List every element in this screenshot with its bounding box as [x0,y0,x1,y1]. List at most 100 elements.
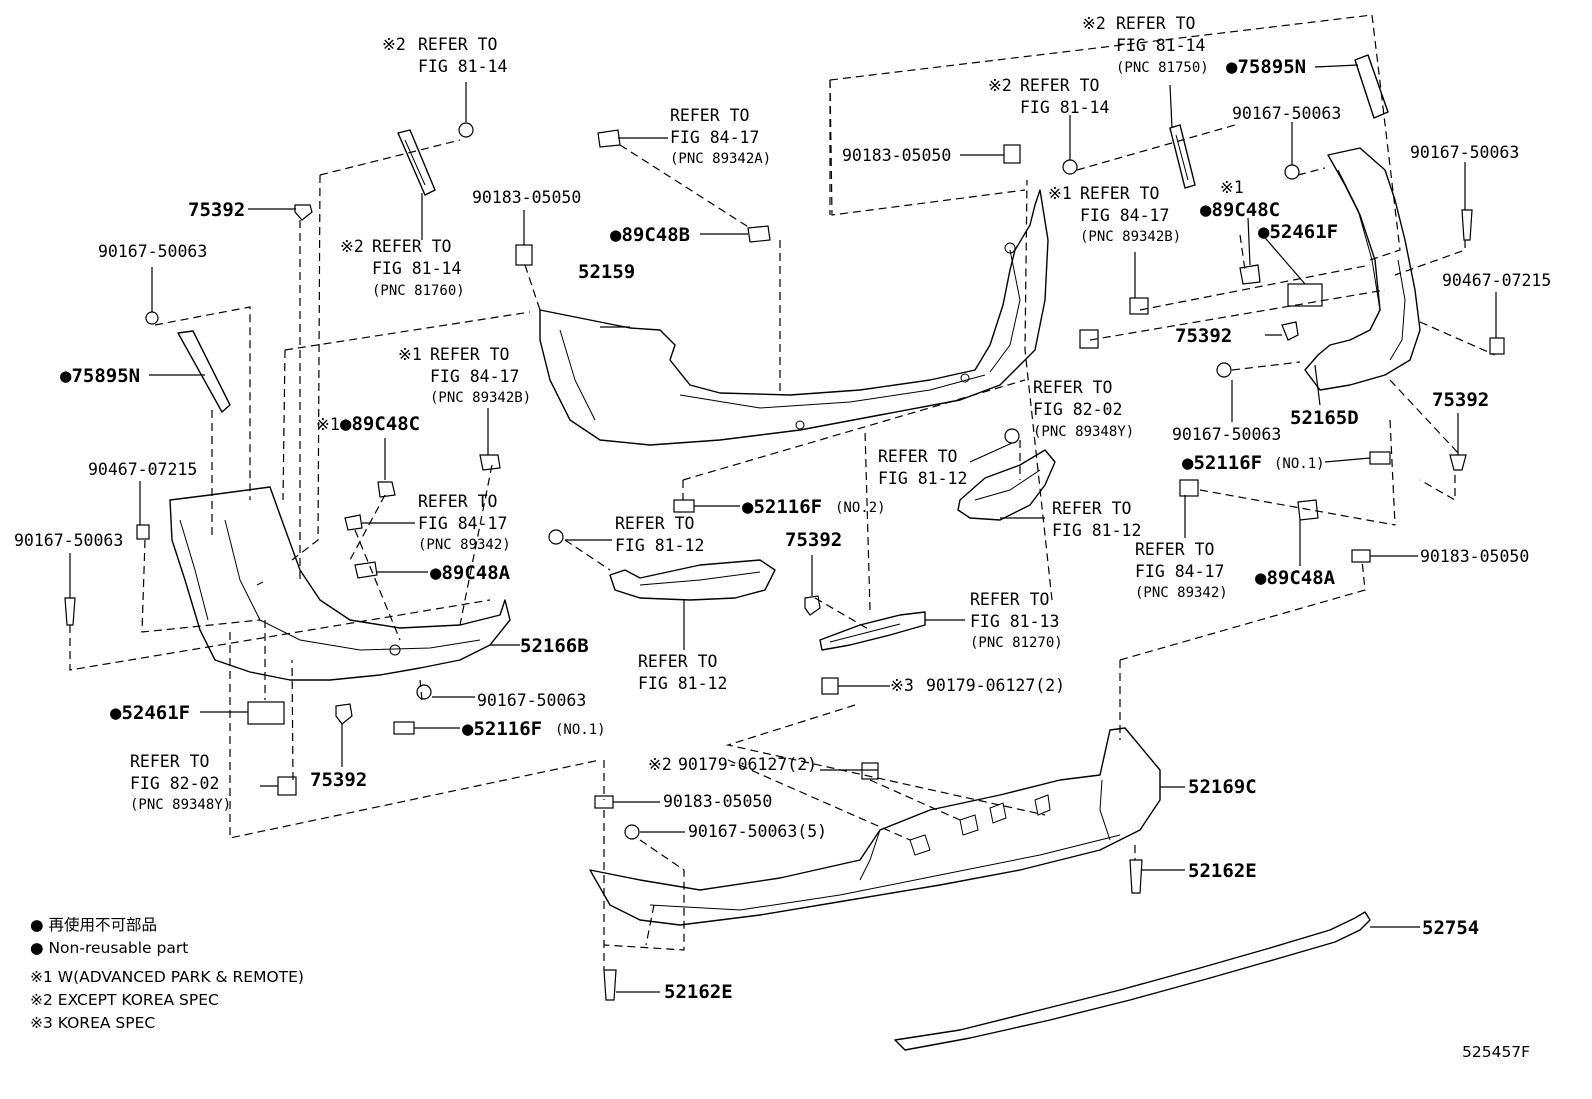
legend-jp: ● 再使用不可部品 [30,916,157,934]
reflector-left [177,330,231,413]
part-52162e-b: 52162E [664,981,733,1003]
rear-lower-cover-52169c [589,727,1161,926]
part-52461f-b: ●52461F [1258,221,1338,243]
refer-to-h: REFER TO [638,652,717,671]
fig-81-12-d: FIG 81-12 [1052,521,1141,540]
mark-ref2-d: ※2 [1082,14,1106,33]
part-52461f-a: ●52461F [110,702,190,724]
part-75895n-b: ●75895N [1226,56,1306,78]
rear-bumper-cover-52159 [539,189,1049,446]
fig-81-14-a: FIG 81-14 [418,57,507,76]
pnc-89342-a: (PNC 89342) [418,537,511,553]
pnc-89342b-b: (PNC 89342B) [1080,229,1181,245]
mark-ref2-b: ※2 [340,237,364,256]
mark-ref1-c: ※1 [1048,184,1072,203]
part-90167-50063-c: 90167-50063 [477,691,586,710]
reflector-right [1354,54,1389,119]
part-90183-05050-d: 90183-05050 [1420,547,1529,566]
part-75895n-a: ●75895N [60,365,140,387]
refer-to-o: REFER TO [1080,184,1159,203]
part-90167-50063-e: 90167-50063 [1410,143,1519,162]
part-75392-a: 75392 [188,199,245,221]
legend-note2: ※2 EXCEPT KOREA SPEC [30,991,219,1009]
legend-note1: ※1 W(ADVANCED PARK & REMOTE) [30,968,304,986]
part-90167-50063-d: 90167-50063 [1232,104,1341,123]
refer-to-l: REFER TO [1033,378,1112,397]
mark-ref2-c: ※2 [648,755,672,774]
refer-to-c: REFER TO [430,345,509,364]
part-75392-e: 75392 [1432,389,1489,411]
lower-molding-52754 [894,911,1371,1051]
mark-ref1-a: ※1 [398,345,422,364]
sub-no1-b: (NO.1) [1274,456,1325,472]
refer-to-e: REFER TO [130,752,209,771]
pnc-89342b-a: (PNC 89342B) [430,390,531,406]
part-89c48a-b: ●89C48A [1255,567,1336,589]
pnc-81270: (PNC 81270) [970,635,1063,651]
legend-en: ● Non-reusable part [30,939,188,957]
fig-81-14-c: FIG 81-14 [1116,36,1205,55]
fig-82-02-a: FIG 82-02 [130,774,219,793]
part-89c48b: ●89C48B [610,224,690,246]
part-75392-c: 75392 [785,529,842,551]
part-90167-50063-g: 90167-50063(5) [688,822,827,841]
refer-to-j: REFER TO [1052,499,1131,518]
mark-ref3: ※3 [890,676,914,695]
part-52166b: 52166B [520,635,589,657]
fig-84-17-c: FIG 84-17 [670,128,759,147]
legend-note3: ※3 KOREA SPEC [30,1014,155,1032]
fig-81-14-b: FIG 81-14 [372,259,461,278]
part-90167-50063-b: 90167-50063 [14,531,123,550]
sub-no2: (NO.2) [835,500,886,516]
fig-84-17-a: FIG 84-17 [430,367,519,386]
part-90467-07215-a: 90467-07215 [88,460,197,479]
sub-no1-a: (NO.1) [555,722,606,738]
license-bracket-81-13 [819,611,926,651]
refer-to-d: REFER TO [418,492,497,511]
part-75392-b: 75392 [310,769,367,791]
refer-to-p: REFER TO [1135,540,1214,559]
pnc-89342a: (PNC 89342A) [670,151,771,167]
part-89c48c-b: ●89C48C [1200,199,1280,221]
pnc-81750: (PNC 81750) [1116,60,1209,76]
mark-ref1-b: ※1 [316,415,340,434]
part-89c48c-a: ●89C48C [340,413,420,435]
left-lower-bumper-52166b [169,486,511,681]
fig-84-17-b: FIG 84-17 [418,514,507,533]
fig-81-14-d: FIG 81-14 [1020,98,1109,117]
part-52169c: 52169C [1188,776,1257,798]
part-90183-05050-c: 90183-05050 [842,146,951,165]
refer-to-i: REFER TO [878,447,957,466]
part-52165d: 52165D [1290,407,1359,429]
lamp-bracket-center [609,559,776,601]
part-52159: 52159 [578,261,635,283]
mark-ref2-a: ※2 [382,35,406,54]
part-52162e-a: 52162E [1188,860,1257,882]
part-52116f-no2: ●52116F [742,496,822,518]
side-reflector-left-lamp [397,129,436,196]
fig-81-12-a: FIG 81-12 [615,536,704,555]
pnc-89348y-a: (PNC 89348Y) [130,797,231,813]
part-89c48a-a: ●89C48A [430,562,511,584]
part-90179-06127-a: 90179-06127(2) [926,676,1065,695]
refer-to-g: REFER TO [615,514,694,533]
pnc-89342-b: (PNC 89342) [1135,585,1228,601]
mark-ref1-d: ※1 [1220,178,1244,197]
refer-to-m: REFER TO [1116,14,1195,33]
part-90179-06127-b: 90179-06127(2) [678,755,817,774]
refer-to-k: REFER TO [970,590,1049,609]
right-lower-bumper-52165d [1304,147,1421,391]
part-52116f-no1-a: ●52116F [462,718,542,740]
part-90183-05050-e: 90183-05050 [663,792,772,811]
part-90467-07215-b: 90467-07215 [1442,271,1551,290]
refer-to-f: REFER TO [670,106,749,125]
assembly-lines [69,14,1496,970]
refer-to-a: REFER TO [418,35,497,54]
refer-to-b: REFER TO [372,237,451,256]
part-90167-50063-a: 90167-50063 [98,242,207,261]
side-reflector-right-lamp [1169,124,1196,189]
mark-ref2-e: ※2 [988,76,1012,95]
part-75392-d: 75392 [1175,325,1232,347]
part-90183-05050-a: 90183-05050 [472,188,581,207]
